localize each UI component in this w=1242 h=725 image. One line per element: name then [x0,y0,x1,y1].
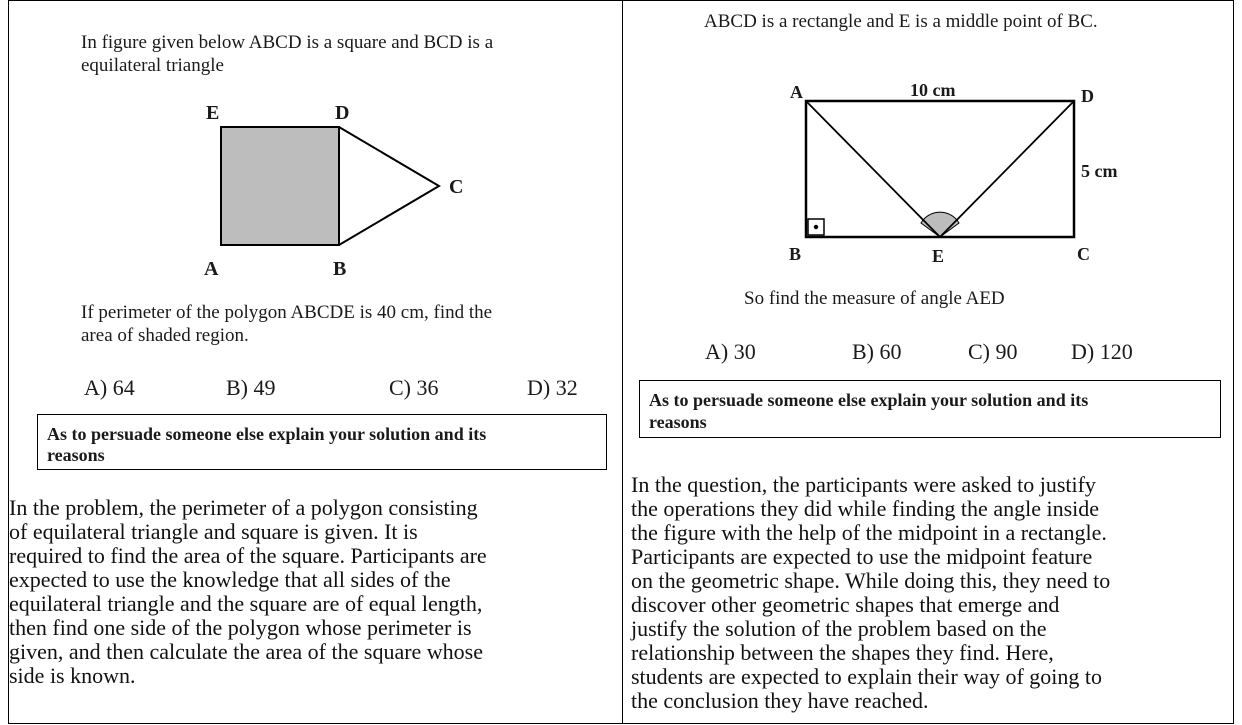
right-option-c: C) 90 [968,339,1018,364]
label-E-rect: E [932,246,945,266]
label-D-rect: D [1081,86,1094,106]
right-angle-dot [813,224,819,230]
left-option-d: D) 32 [527,375,578,400]
rectangle-figure [804,99,1076,239]
right-option-a: A) 30 [705,339,756,364]
label-B-rect: B [789,244,802,264]
left-explain-box: As to persuade someone else explain your… [37,414,607,470]
right-explain-line-2: reasons [649,412,707,432]
table-frame [8,0,1234,724]
right-desc-line-4: Participants are expected to use the mid… [631,544,1093,569]
left-option-c: C) 36 [389,375,439,400]
right-desc-line-6: discover other geometric shapes that eme… [631,592,1060,617]
label-side-length: 5 cm [1081,161,1118,181]
label-C-rect: C [1077,244,1090,264]
right-option-b: B) 60 [852,339,902,364]
left-desc-line-2: of equilateral triangle and square is gi… [9,519,418,544]
right-desc-line-7: justify the solution of the problem base… [631,616,1047,641]
left-explain-line-1: As to persuade someone else explain your… [47,424,487,444]
segment-AE [805,100,941,238]
right-desc-line-5: on the geometric shape. While doing this… [631,568,1111,593]
left-desc-line-8: side is known. [9,663,136,688]
right-desc-line-2: the operations they did while finding th… [631,496,1100,521]
left-intro-line-2: equilateral triangle [81,55,224,76]
right-option-d: D) 120 [1071,339,1133,364]
right-desc-line-3: the figure with the help of the midpoint… [631,520,1107,545]
right-desc-line-10: the conclusion they have reached. [631,688,929,713]
segment-DE [939,100,1075,238]
square-triangle-figure [220,126,441,246]
left-desc-line-7: given, and then calculate the area of th… [9,639,484,664]
left-question-line-2: area of shaded region. [81,325,249,346]
equilateral-triangle [338,126,441,246]
left-desc-line-6: then find one side of the polygon whose … [9,615,472,640]
label-top-length: 10 cm [910,80,956,100]
angle-arc [920,211,960,238]
left-desc-line-5: equilateral triangle and the square are … [9,591,483,616]
left-option-b: B) 49 [226,375,276,400]
label-A: A [204,258,219,280]
label-E: E [206,102,220,124]
right-intro: ABCD is a rectangle and E is a middle po… [704,11,1098,32]
left-desc-line-1: In the problem, the perimeter of a polyg… [9,495,478,520]
right-desc-line-8: relationship between the shapes they fin… [631,640,1054,665]
left-intro-line-1: In figure given below ABCD is a square a… [81,32,494,53]
right-explain-line-1: As to persuade someone else explain your… [649,390,1089,410]
label-D: D [335,102,350,124]
label-B: B [333,258,347,280]
left-desc-line-4: expected to use the knowledge that all s… [9,567,451,592]
left-desc-line-3: required to find the area of the square.… [9,543,487,568]
left-explain-line-2: reasons [47,445,105,465]
label-C: C [449,176,464,198]
label-A-rect: A [790,82,803,102]
column-divider [622,0,623,724]
right-desc-line-1: In the question, the participants were a… [631,472,1096,497]
right-desc-line-9: students are expected to explain their w… [631,664,1103,689]
left-option-a: A) 64 [84,375,135,400]
right-question: So find the measure of angle AED [744,288,1005,309]
left-question-line-1: If perimeter of the polygon ABCDE is 40 … [81,302,493,323]
right-angle-mark [807,218,825,236]
right-explain-box: As to persuade someone else explain your… [639,380,1221,438]
shaded-square [220,126,340,246]
